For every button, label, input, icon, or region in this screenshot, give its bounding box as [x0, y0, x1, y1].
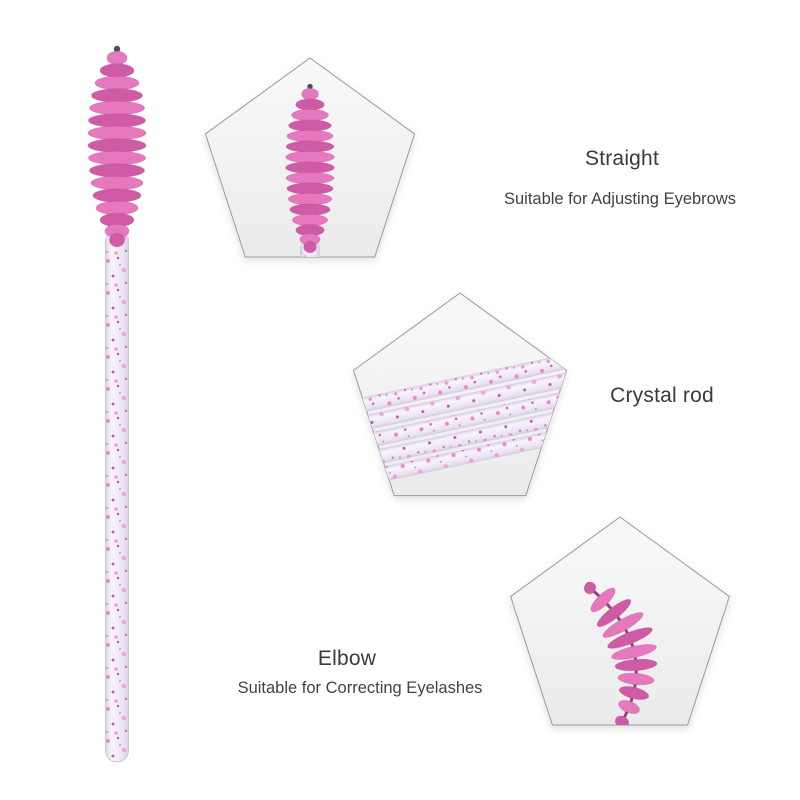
- straight-tip-detail-illustration: [285, 83, 335, 257]
- pentagon-elbow-callout: [510, 516, 730, 726]
- crystal-rod-detail-illustration: [353, 352, 567, 490]
- pentagon-crystal-rod-callout: [352, 292, 568, 497]
- elbow-callout-title: Elbow: [317, 647, 377, 670]
- straight-callout-subtitle: Suitable for Adjusting Eyebrows: [503, 190, 737, 208]
- elbow-callout-subtitle: Suitable for Correcting Eyelashes: [237, 679, 483, 697]
- straight-callout-title: Straight: [585, 147, 659, 170]
- full-brush-photo: [87, 45, 147, 763]
- elbow-tip-detail-illustration: [583, 581, 658, 725]
- crystal-rod-handle: [105, 229, 129, 763]
- pentagon-straight-callout: [204, 57, 416, 258]
- crystal-rod-callout-title: Crystal rod: [610, 384, 714, 407]
- straight-brush-head: [87, 45, 147, 248]
